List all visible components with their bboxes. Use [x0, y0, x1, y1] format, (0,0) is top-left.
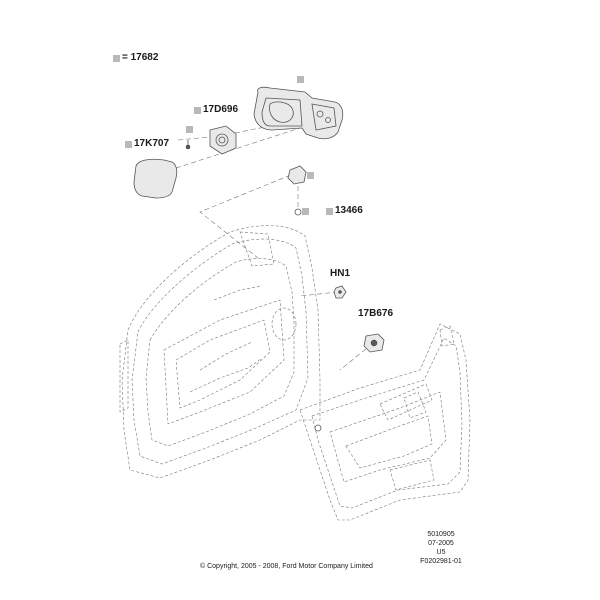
ref-u: U5: [436, 549, 446, 556]
label-13466: 13466: [326, 205, 363, 217]
reference-block: 5010905 07-2005 U5 F0202981-01: [406, 530, 476, 566]
mirror-motor: [185, 125, 237, 155]
legend-label: = 17682: [113, 52, 158, 64]
door-trim-panel: [299, 323, 471, 521]
mirror-glass: [133, 158, 178, 199]
legend-text: = 17682: [122, 52, 159, 63]
door-frame: [119, 225, 321, 479]
copyright-text: © Copyright, 2005 - 2008, Ford Motor Com…: [200, 563, 373, 570]
legend-square-marker: [297, 76, 304, 83]
label-17b676: 17B676: [358, 308, 394, 319]
label-17k707: 17K707: [125, 138, 169, 150]
bulb-assembly: [287, 165, 314, 216]
push-nut: [333, 285, 347, 299]
ref-figure: F0202981-01: [420, 558, 462, 565]
ref-date: 07-2005: [428, 540, 454, 547]
leader-lines: [175, 125, 373, 371]
label-hn1: HN1: [330, 268, 351, 279]
ref-date-code: 5010905: [427, 531, 455, 538]
window-switch: [363, 333, 385, 353]
marker-square-icon: [194, 106, 201, 114]
marker-square-icon: [326, 207, 333, 215]
mirror-housing: [253, 76, 344, 140]
legend-square-icon: [113, 54, 120, 62]
marker-square-icon: [125, 140, 132, 148]
label-17d696: 17D696: [194, 104, 238, 116]
